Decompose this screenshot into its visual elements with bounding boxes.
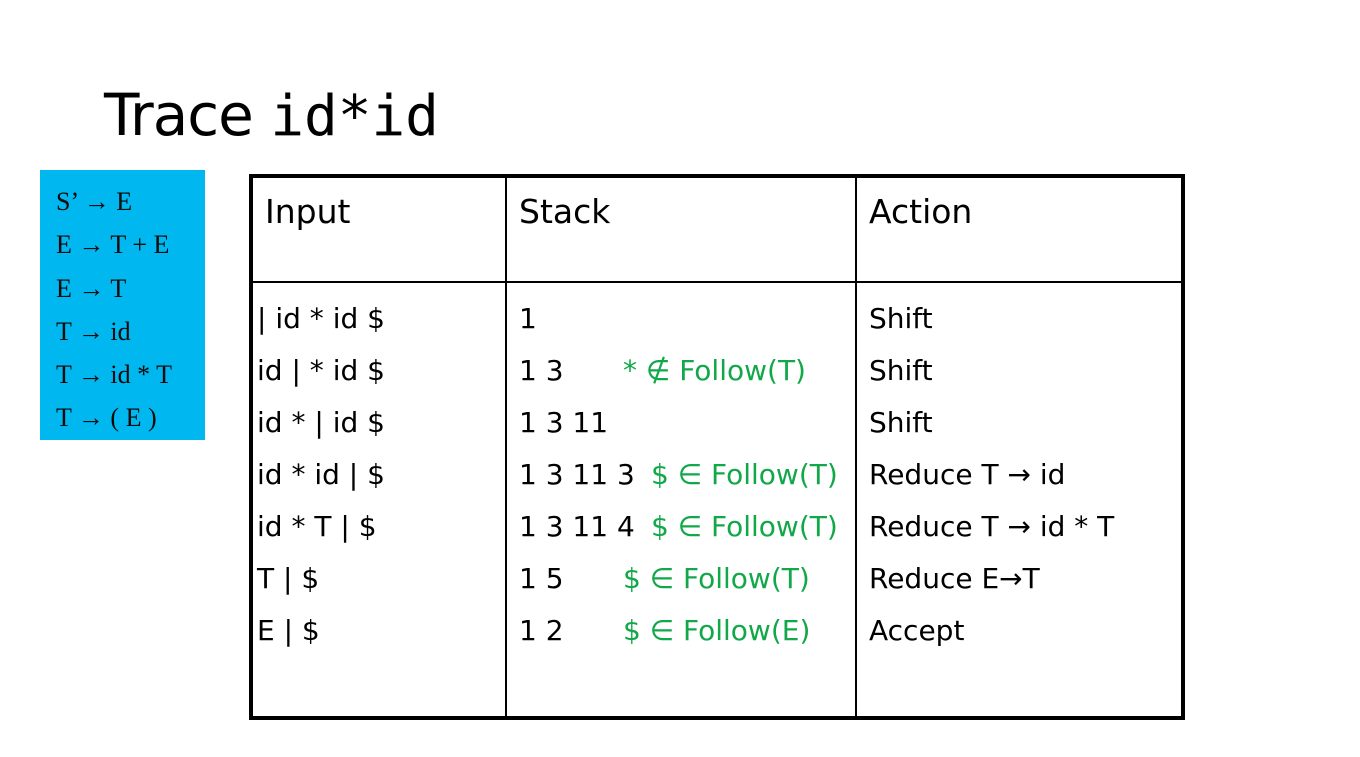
header-stack: Stack (505, 176, 856, 283)
stack-states: 1 3 11 (519, 406, 609, 439)
stack-states: 1 2 (519, 614, 564, 647)
trace-table: Input Stack Action | id * id $ id | * id… (249, 174, 1185, 720)
follow-note: * ∉ Follow(T) (623, 354, 806, 387)
input-cell: T | $ (257, 562, 320, 595)
stack-states: 1 3 11 4 (519, 510, 635, 543)
grammar-rule: E → T (56, 273, 127, 303)
input-cell: id * id | $ (257, 458, 385, 491)
action-cell: Accept (869, 614, 965, 647)
stack-cell: 1 3 11 3 $ ∈ Follow(T) (519, 449, 855, 501)
stack-cell: 1 3 11 4 $ ∈ Follow(T) (519, 501, 855, 553)
slide-title: Trace id*id (104, 80, 439, 152)
input-cell: E | $ (257, 614, 320, 647)
input-column: | id * id $ id | * id $ id * | id $ id *… (250, 282, 506, 718)
stack-states: 1 3 (519, 354, 564, 387)
stack-cell: 1 (519, 293, 855, 345)
action-cell: Reduce E→T (869, 562, 1040, 595)
stack-states: 1 (519, 302, 537, 335)
stack-cell: 1 2 $ ∈ Follow(E) (519, 605, 855, 657)
header-row: Input Stack Action (250, 176, 1183, 283)
header-input: Input (250, 176, 506, 283)
input-cell: id * | id $ (257, 406, 385, 439)
input-cell: id * T | $ (257, 510, 377, 543)
grammar-box: S’ → E E → T + E E → T T → id T → id * T… (40, 170, 205, 440)
grammar-rule: T → ( E ) (56, 403, 157, 433)
action-cell: Shift (869, 302, 933, 335)
header-action: Action (855, 176, 1183, 283)
title-code: id*id (270, 84, 439, 149)
grammar-rule: T → id (56, 316, 131, 346)
stack-column: 1 1 3 * ∉ Follow(T) 1 3 11 1 3 11 3 $ ∈ Fo… (505, 282, 856, 718)
stack-states: 1 3 11 3 (519, 458, 635, 491)
grammar-rule: T → id * T (56, 360, 173, 390)
follow-note: $ ∈ Follow(T) (651, 458, 838, 491)
grammar-rule: S’ → E (56, 187, 133, 216)
action-cell: Shift (869, 406, 933, 439)
action-column: Shift Shift Shift Reduce T → id Reduce T… (855, 282, 1183, 718)
stack-cell: 1 3 11 (519, 397, 855, 449)
input-cell: | id * id $ (257, 302, 385, 335)
body-row: | id * id $ id | * id $ id * | id $ id *… (250, 282, 1183, 718)
title-word: Trace (104, 81, 254, 149)
stack-cell: 1 5 $ ∈ Follow(T) (519, 553, 855, 605)
stack-cell: 1 3 * ∉ Follow(T) (519, 345, 855, 397)
grammar-rule: E → T + E (56, 230, 170, 260)
action-cell: Reduce T → id * T (869, 510, 1115, 543)
follow-note: $ ∈ Follow(E) (623, 614, 811, 647)
action-cell: Reduce T → id (869, 458, 1066, 491)
input-cell: id | * id $ (257, 354, 385, 387)
stack-states: 1 5 (519, 562, 564, 595)
follow-note: $ ∈ Follow(T) (623, 562, 810, 595)
action-cell: Shift (869, 354, 933, 387)
follow-note: $ ∈ Follow(T) (651, 510, 838, 543)
